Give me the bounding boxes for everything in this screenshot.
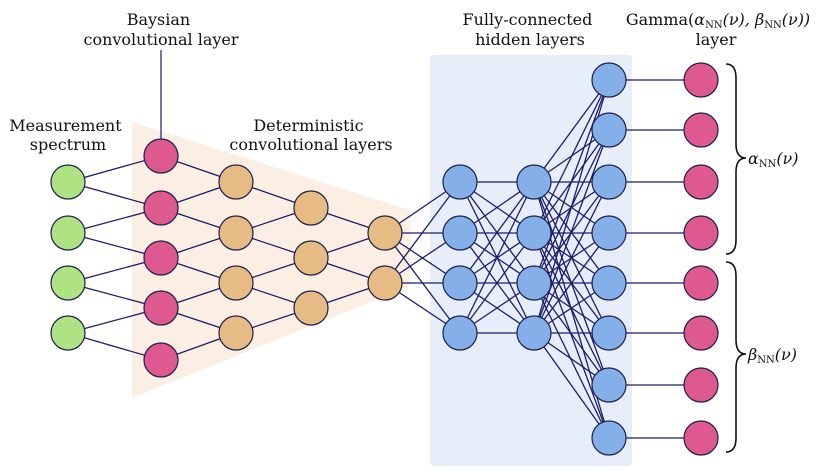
- gamma-alpha-subscript: NN: [705, 20, 723, 31]
- dense-edge: [533, 181, 610, 334]
- bayesian-conv-node: [143, 240, 179, 276]
- nodes: [50, 62, 719, 456]
- measurement-label: Measurement spectrum: [9, 116, 127, 154]
- hidden-2-node: [516, 265, 552, 301]
- det-conv-1-node: [218, 215, 254, 251]
- bayesian-label-line2: convolutional layer: [83, 30, 238, 49]
- hidden-2-node: [516, 215, 552, 251]
- bayesian-label-line1: Baysian: [127, 10, 191, 29]
- hidden-1-node: [442, 265, 478, 301]
- hidden-2-node: [516, 315, 552, 351]
- gamma-layer-label: Gamma(αNN(ν), βNN(ν)): [626, 10, 810, 31]
- hidden-3-node: [591, 215, 627, 251]
- hidden-3-node: [591, 112, 627, 148]
- hidden-3-node: [591, 315, 627, 351]
- deterministic-label-line1: Deterministic: [253, 116, 363, 135]
- bayesian-conv-node: [143, 342, 179, 378]
- input-node: [50, 215, 86, 251]
- alpha-output-label: αNN(ν): [748, 149, 799, 170]
- fully-connected-label-line1: Fully-connected: [463, 10, 593, 29]
- gamma-beta-subscript: NN: [764, 20, 782, 31]
- input-node: [50, 164, 86, 200]
- gamma-prefix: Gamma(: [626, 10, 694, 29]
- bayesian-conv-node: [143, 138, 179, 174]
- det-conv-3-node: [367, 215, 403, 251]
- deterministic-label: Deterministic convolutional layers: [229, 116, 392, 154]
- gamma-output-node: [683, 265, 719, 301]
- gamma-alpha-symbol: α: [694, 10, 705, 29]
- alpha-brace: [725, 63, 747, 255]
- input-node: [50, 315, 86, 351]
- beta-output-symbol: β: [747, 345, 757, 364]
- gamma-output-node: [683, 367, 719, 403]
- deterministic-label-line2: convolutional layers: [229, 135, 392, 154]
- dense-edge: [459, 181, 535, 284]
- dense-edge: [533, 79, 610, 183]
- gamma-output-node: [683, 164, 719, 200]
- dense-edge: [533, 79, 610, 234]
- gamma-output-node: [683, 62, 719, 98]
- gamma-arg1: (ν),: [723, 10, 755, 29]
- gamma-output-node: [683, 420, 719, 456]
- hidden-2-node: [516, 164, 552, 200]
- dense-edge: [533, 332, 610, 439]
- det-conv-1-node: [218, 164, 254, 200]
- gamma-layer-label-line2: layer: [696, 30, 737, 49]
- hidden-1-node: [442, 315, 478, 351]
- gamma-beta-symbol: β: [754, 10, 764, 29]
- hidden-3-node: [591, 265, 627, 301]
- measurement-label-line2: spectrum: [30, 135, 106, 154]
- hidden-1-node: [442, 215, 478, 251]
- hidden-3-node: [591, 62, 627, 98]
- bayesian-conv-node: [143, 190, 179, 226]
- bayesian-conv-node: [143, 290, 179, 326]
- alpha-output-arg: (ν): [776, 149, 798, 168]
- bayesian-label: Baysian convolutional layer: [83, 10, 238, 49]
- hidden-3-node: [591, 367, 627, 403]
- det-conv-1-node: [218, 315, 254, 351]
- hidden-1-node: [442, 164, 478, 200]
- beta-brace: [725, 261, 747, 453]
- alpha-output-subscript: NN: [759, 159, 777, 170]
- det-conv-2-node: [293, 190, 329, 226]
- fully-connected-label-line2: hidden layers: [475, 30, 585, 49]
- dense-edge: [459, 232, 535, 334]
- gamma-arg2: (ν)): [782, 10, 810, 29]
- dense-edge: [533, 129, 610, 334]
- beta-output-label: βNN(ν): [747, 345, 797, 366]
- gamma-output-node: [683, 215, 719, 251]
- input-node: [50, 265, 86, 301]
- hidden-3-node: [591, 420, 627, 456]
- det-conv-3-node: [367, 265, 403, 301]
- dense-edge: [384, 181, 461, 284]
- beta-output-subscript: NN: [757, 355, 775, 366]
- hidden-3-node: [591, 164, 627, 200]
- dense-edge: [533, 232, 610, 334]
- gamma-output-node: [683, 315, 719, 351]
- measurement-label-line1: Measurement: [9, 116, 122, 135]
- det-conv-2-node: [293, 240, 329, 276]
- dense-edge: [533, 79, 610, 284]
- gamma-output-node: [683, 112, 719, 148]
- det-conv-1-node: [218, 265, 254, 301]
- dense-edge: [459, 181, 535, 334]
- conv-region: [132, 122, 410, 398]
- fully-connected-label: Fully-connected hidden layers: [463, 10, 598, 49]
- det-conv-2-node: [293, 290, 329, 326]
- beta-output-arg: (ν): [775, 345, 797, 364]
- alpha-output-symbol: α: [748, 149, 759, 168]
